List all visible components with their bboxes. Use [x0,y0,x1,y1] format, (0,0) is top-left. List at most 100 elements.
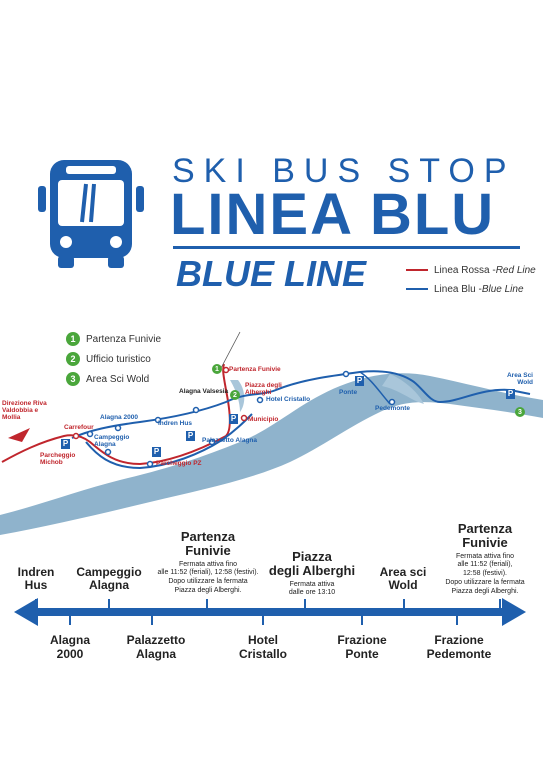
river-branch [382,374,424,404]
key-label: Area Sci Wold [86,373,150,385]
parking-icon: P [186,431,195,441]
legend-red-italic: Red Line [495,264,536,276]
badge-icon: 2 [66,352,80,366]
red-route-arrow [8,428,30,442]
title-blue-line: BLUE LINE [176,253,367,294]
legend-blue-italic: Blue Line [481,283,524,295]
title-linea-blu: LINEA BLU [170,182,496,247]
river-branch [230,380,245,412]
stop-marker [72,432,80,440]
map-label-alagna-2000: Alagna 2000 [100,414,138,421]
parking-icon: P [355,376,364,386]
route-map [0,331,543,535]
map-label-hotel-cristallo: Hotel Cristallo [266,396,311,403]
map-label-carrefour: Carrefour [64,424,94,431]
stop-markers [86,370,396,468]
timeline-stop: Frazione Ponte [337,633,387,661]
map-label-pedemonte: Pedemonte [375,405,411,412]
legend-blue-swatch [406,288,428,290]
parking-letter: P [153,447,160,456]
map-label-partenza-funivie: Partenza Funivie [229,366,281,373]
badge-icon: 1 [66,332,80,346]
timeline-stop: Frazione Pedemonte [426,633,492,661]
parking-letter: P [507,389,514,398]
stop-marker [208,438,216,446]
key-item: 3 Area Sci Wold [66,369,161,389]
legend-red-label: Linea Rossa - [434,264,496,276]
timeline-stop: Partenza Funivie Fermata attiva fino all… [148,529,268,596]
line-legend: Linea Rossa - Red Line Linea Blu - Blue … [406,262,536,297]
stop-marker [222,366,230,374]
stop-name: Indren Hus [17,565,55,593]
stop-marker [104,448,112,456]
stop-marker [388,398,396,406]
legend-blue: Linea Blu - Blue Line [406,281,536,297]
stop-marker [256,396,264,404]
key-item: 1 Partenza Funivie [66,329,161,349]
blue-route-loop [85,413,253,470]
key-label: Ufficio turistico [86,353,151,365]
stop-name: Campeggio Alagna [76,565,142,593]
parking-letter: P [356,376,363,385]
stop-key: 1 Partenza Funivie 2 Ufficio turistico 3… [66,329,161,389]
map-label-piazza-alberghi: Piazza degli Alberghi [245,382,282,396]
stop-marker [240,414,248,422]
key-item: 2 Ufficio turistico [66,349,161,369]
badge-icon: 2 [230,390,240,400]
legend-red-swatch [406,269,428,271]
parking-letter: P [230,414,237,423]
stop-marker [342,370,350,378]
stop-marker [86,430,94,438]
timeline-arrow [14,598,526,626]
badge-icon: 3 [515,407,525,417]
stop-name: Area sci Wold [379,565,427,593]
map-label-municipio: Municipio [248,416,279,423]
parking-letter: P [187,431,194,440]
red-route-pointer [219,331,241,371]
parking-icon: P [506,389,515,399]
timeline-stop: Partenza Funivie Fermata attiva fino all… [432,521,538,596]
blue-route-branch [359,371,391,405]
stop-marker [192,406,200,414]
timeline-stop: Hotel Cristallo [238,633,287,661]
parking-icon: P [152,447,161,457]
stop-name: Partenza Funivie [180,529,236,559]
title-divider [173,246,520,249]
map-label-alagna-valsesia: Alagna Valsesia [179,388,229,395]
map-label-indren-hus: Indren Hus [158,420,192,427]
map-label-direzione: Direzione Riva Valdobbia e Mollia [2,400,47,421]
bus-icon [38,160,144,268]
stop-marker [114,424,122,432]
map-label-parcheggio-pz: Parcheggio PZ [156,460,202,467]
timeline-stop: Area sci Wold [370,565,436,593]
timeline-stop: Piazza degli Alberghi Fermata attiva dal… [262,549,362,598]
river [0,373,543,535]
badge-icon: 3 [66,372,80,386]
stop-marker [154,416,162,424]
parking-icon: P [229,414,238,424]
red-route [1,363,231,466]
map-label-campeggio-alagna: Campeggio Alagna [94,434,130,448]
title-ski-bus-stop: SKI BUS STOP [172,152,516,190]
map-label-area-sci-wold: Area Sci Wold [506,372,533,386]
legend-blue-label: Linea Blu - [434,283,482,295]
timeline-stop: Campeggio Alagna [74,565,144,593]
timeline-stop: Alagna 2000 [49,633,90,661]
stop-note: Fermata attiva dalle ore 13:10 [288,580,336,597]
legend-red: Linea Rossa - Red Line [406,262,536,278]
stop-name: Partenza Funivie [457,521,513,551]
red-stop-markers [72,366,248,440]
stop-marker [146,460,154,468]
stop-name: Piazza degli Alberghi [268,549,356,579]
map-label-parcheggio-michob: Parcheggio Michob [40,452,76,466]
timeline-stop: Palazzetto Alagna [126,633,186,661]
blue-route [71,370,531,439]
key-label: Partenza Funivie [86,333,162,345]
parking-letter: P [62,439,69,448]
stop-note: Fermata attiva fino alle 11:52 (feriali)… [445,552,525,595]
badge-icon: 1 [212,364,222,374]
stop-note: Fermata attiva fino alle 11:52 (feriali)… [157,560,259,594]
map-label-ponte: Ponte [339,389,358,396]
parking-icon: P [61,439,70,449]
map-label-palazzetto-alagna: Palazzetto Alagna [202,437,258,444]
